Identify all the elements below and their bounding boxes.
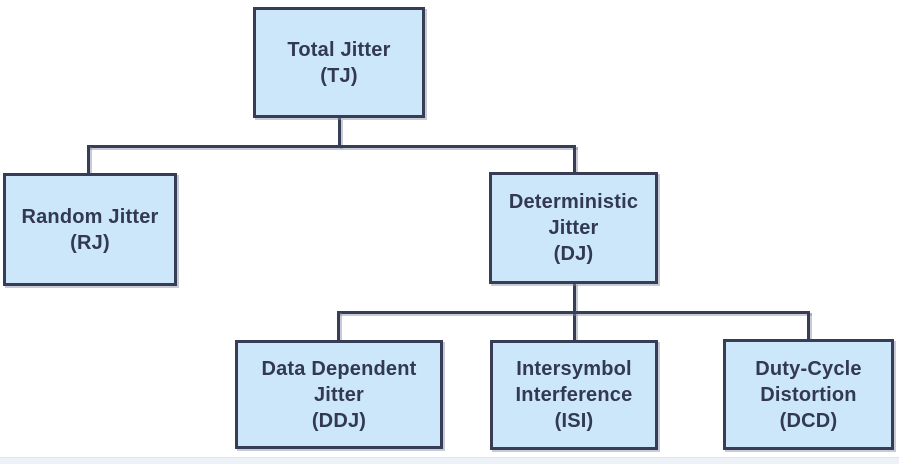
connector-to-rj bbox=[87, 145, 90, 174]
node-data-dependent-jitter-label: Data Dependent Jitter (DDJ) bbox=[261, 357, 417, 432]
node-total-jitter-label: Total Jitter (TJ) bbox=[287, 38, 391, 87]
node-duty-cycle-distortion: Duty-Cycle Distortion (DCD) bbox=[723, 339, 894, 450]
node-total-jitter: Total Jitter (TJ) bbox=[253, 7, 425, 118]
connector-tj-down bbox=[338, 118, 341, 147]
connector-top-horizontal bbox=[87, 145, 576, 148]
connector-to-ddj bbox=[337, 311, 340, 341]
node-data-dependent-jitter: Data Dependent Jitter (DDJ) bbox=[235, 340, 443, 449]
connector-bottom-horizontal bbox=[337, 311, 810, 314]
node-intersymbol-interference-label: Intersymbol Interference (ISI) bbox=[515, 358, 633, 432]
node-intersymbol-interference: Intersymbol Interference (ISI) bbox=[490, 340, 658, 450]
node-random-jitter-label: Random Jitter (RJ) bbox=[21, 205, 159, 254]
node-deterministic-jitter: Deterministic Jitter (DJ) bbox=[489, 172, 658, 284]
connector-to-dj bbox=[573, 145, 576, 173]
node-deterministic-jitter-label: Deterministic Jitter (DJ) bbox=[508, 191, 639, 265]
node-duty-cycle-distortion-label: Duty-Cycle Distortion (DCD) bbox=[755, 357, 862, 432]
node-random-jitter: Random Jitter (RJ) bbox=[3, 173, 177, 286]
connector-to-dcd bbox=[807, 311, 810, 340]
page-section-divider bbox=[0, 457, 899, 464]
